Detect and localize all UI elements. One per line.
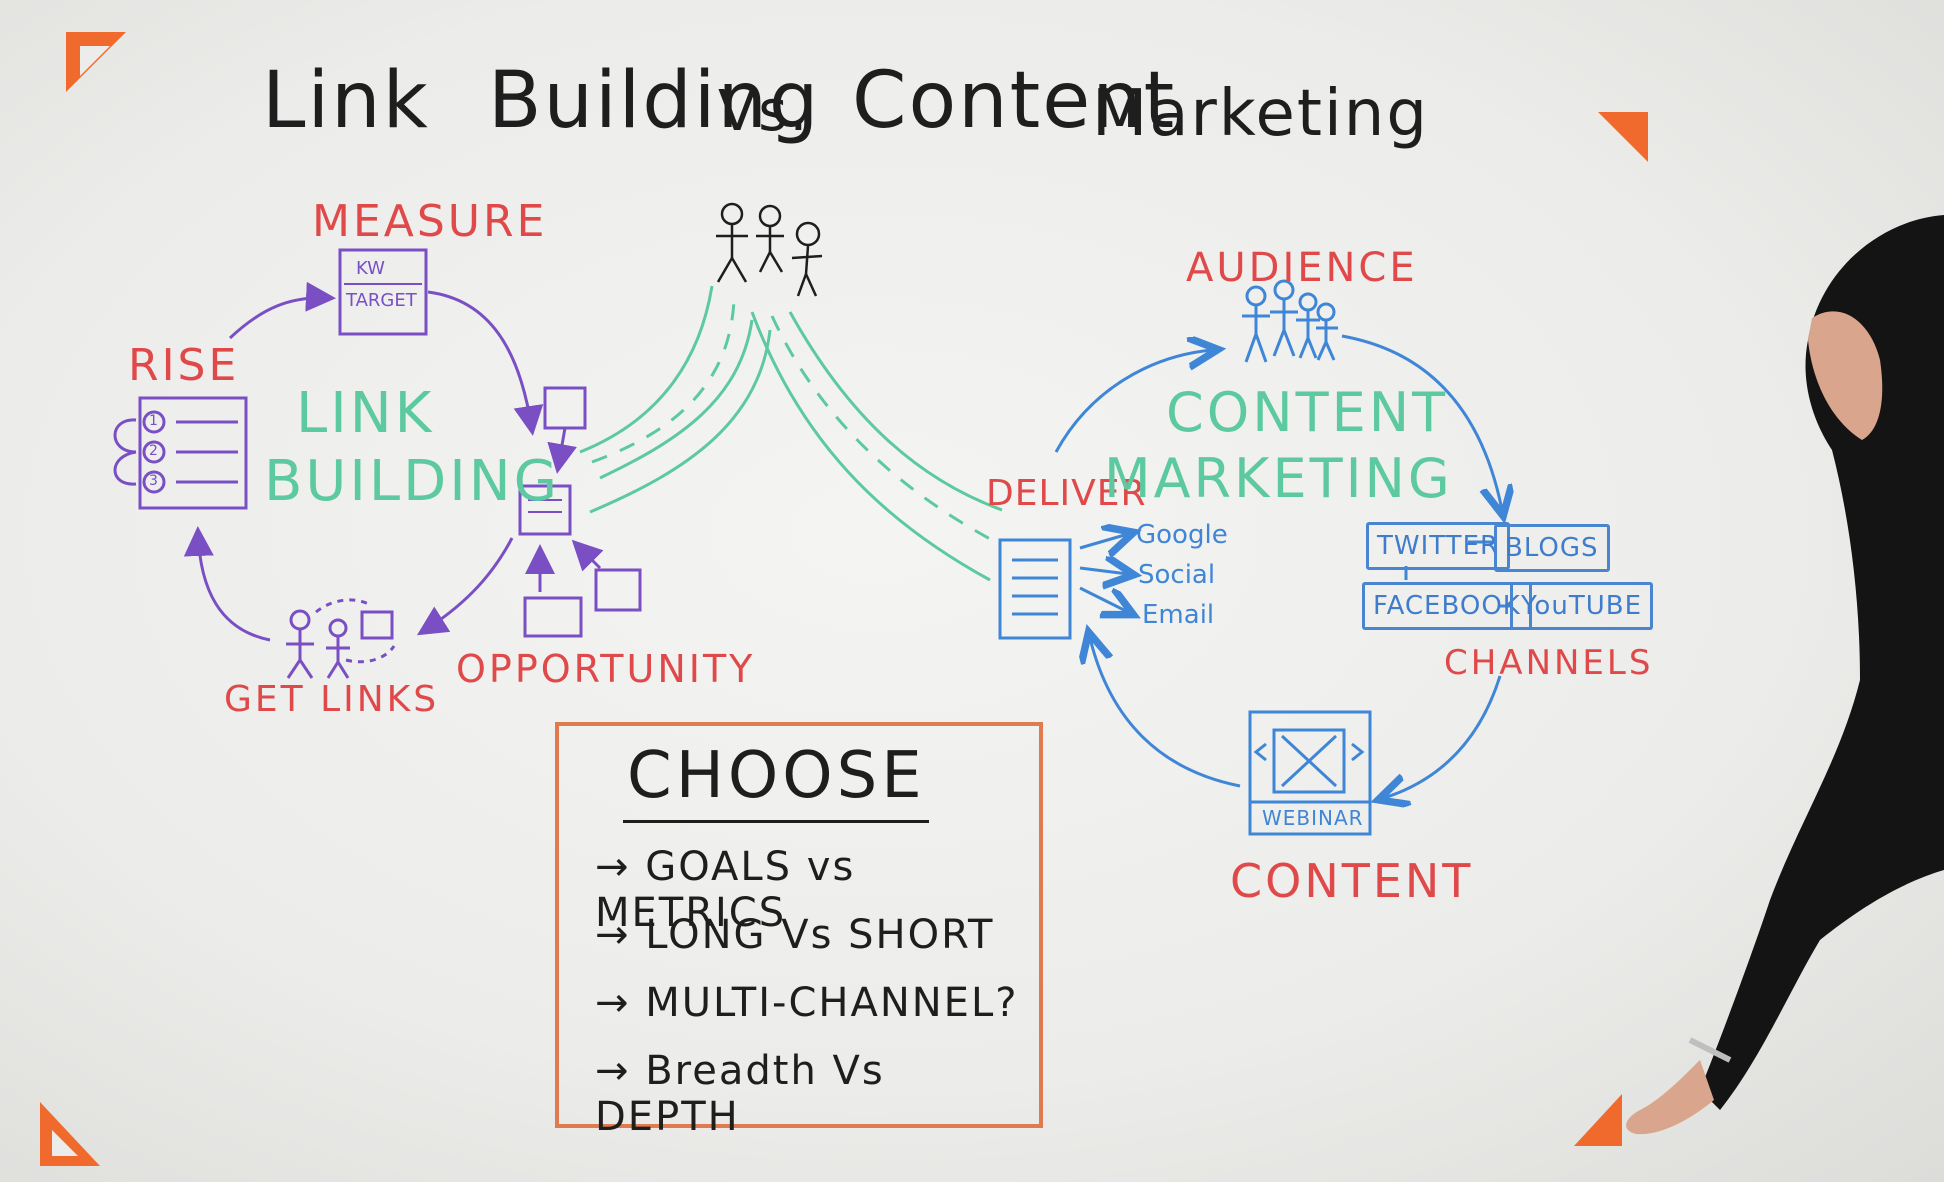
rank-3: 3: [149, 473, 158, 489]
deliver-target-social: Social: [1138, 560, 1216, 590]
channel-tag-youtube: YouTUBE: [1510, 582, 1653, 630]
label-content: CONTENT: [1230, 854, 1474, 908]
choose-item-1: → GOALS vs METRICS: [595, 844, 1039, 936]
label-opportunity: OPPORTUNITY: [456, 647, 756, 691]
arrow-icon: →: [595, 1048, 631, 1094]
corner-mark-bottom-left: [40, 1102, 100, 1166]
label-measure: MEASURE: [312, 196, 548, 247]
choose-item-4: → Breadth Vs DEPTH: [595, 1048, 1039, 1140]
choose-item-4-text: Breadth Vs DEPTH: [595, 1048, 885, 1140]
choose-heading: CHOOSE: [627, 739, 926, 813]
channel-tag-twitter: TWITTER: [1366, 522, 1511, 570]
title-word-link: Link: [262, 56, 430, 146]
content-marketing-loop: [998, 279, 1510, 836]
link-building-heading-line2: BUILDING: [264, 449, 561, 514]
title-word-building: Building: [488, 56, 821, 146]
choose-heading-underline: [623, 820, 929, 823]
title-word-content: Content: [852, 56, 1177, 146]
choose-box: CHOOSE → GOALS vs METRICS → LONG Vs SHOR…: [555, 722, 1043, 1140]
corner-mark-top-left: [66, 32, 126, 92]
choose-item-1-text: GOALS vs METRICS: [595, 844, 856, 936]
corner-mark-top-right: [1598, 112, 1648, 162]
arrow-icon: →: [595, 912, 631, 958]
choose-item-2: → LONG Vs SHORT: [595, 912, 994, 958]
label-channels: CHANNELS: [1444, 643, 1654, 683]
link-building-heading-line1: LINK: [296, 381, 435, 446]
walkers-figures: [716, 202, 823, 297]
choose-item-3-text: MULTI-CHANNEL?: [645, 980, 1019, 1026]
arrow-icon: →: [595, 844, 631, 890]
label-get-links: GET LINKS: [224, 679, 440, 720]
content-marketing-heading-line1: CONTENT: [1166, 381, 1449, 444]
webinar-label: WEBINAR: [1262, 806, 1364, 830]
rank-1: 1: [149, 413, 158, 429]
label-deliver: DELIVER: [986, 473, 1147, 514]
label-audience: AUDIENCE: [1186, 245, 1418, 291]
kw-box-line2: TARGET: [346, 290, 417, 311]
corner-mark-bottom-right: [1574, 1094, 1622, 1146]
kw-box-line1: KW: [356, 258, 385, 279]
presenter-silhouette: [1626, 215, 1944, 1135]
channel-tag-facebook: FACEBOOK: [1362, 582, 1532, 630]
deliver-target-google: Google: [1136, 520, 1228, 550]
channel-tag-blogs: BLOGS: [1494, 524, 1610, 572]
link-building-loop: [113, 248, 642, 679]
arrow-icon: →: [595, 980, 631, 1026]
label-rise: RISE: [128, 340, 240, 391]
rank-2: 2: [149, 443, 158, 459]
content-marketing-heading-line2: MARKETING: [1104, 447, 1453, 510]
title-word-marketing: Marketing: [1092, 77, 1429, 151]
deliver-target-email: Email: [1142, 600, 1215, 630]
choose-item-2-text: LONG Vs SHORT: [645, 912, 995, 958]
choose-item-3: → MULTI-CHANNEL?: [595, 980, 1018, 1026]
title-word-vs: Vs.: [718, 79, 810, 144]
road-lines: [579, 285, 1003, 582]
